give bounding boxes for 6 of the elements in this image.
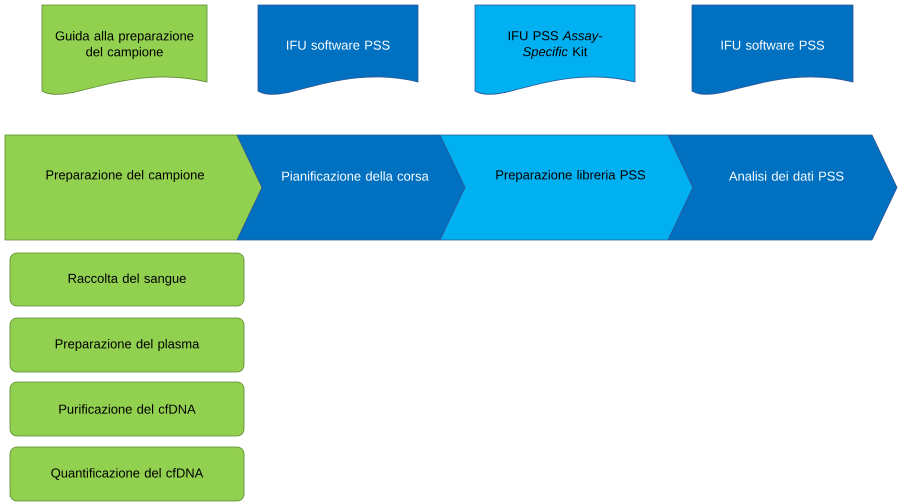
process-box: Purificazione del cfDNA <box>10 382 244 436</box>
chevron-step: Preparazione del campione <box>4 134 262 240</box>
process-box: Quantificazione del cfDNA <box>10 446 244 502</box>
process-box: Preparazione del plasma <box>10 318 244 372</box>
chevron-step: Analisi dei dati PSS <box>667 134 898 240</box>
process-box: Raccolta del sangue <box>10 252 244 306</box>
